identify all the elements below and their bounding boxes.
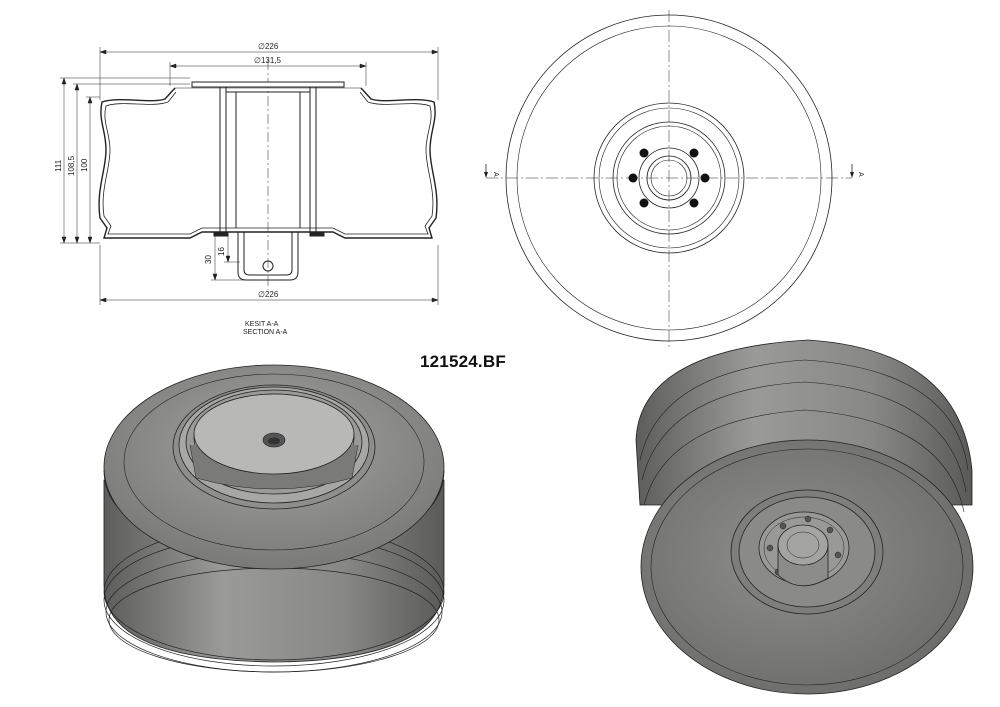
bolt-holes-3d (766, 515, 842, 576)
dim-height-100: 100 (80, 158, 89, 172)
bolt-hole (766, 544, 774, 552)
section-marker-right: A (857, 172, 864, 177)
bottom-stud (213, 231, 325, 281)
dim-16: 16 (217, 247, 226, 256)
bolt-hole (804, 515, 812, 523)
bolt-hole (689, 148, 699, 158)
dim-outer-dia-bottom: ∅226 (258, 290, 279, 299)
dimension-text: ∅226 ∅131,5 ∅226 111 108,5 100 30 16 (54, 42, 282, 299)
isometric-view-bottom (635, 339, 974, 695)
top-plate (191, 81, 345, 88)
section-markers: A A (484, 164, 864, 178)
top-view: A A (484, 10, 864, 348)
mounting-stud (777, 524, 829, 566)
bellows-wall (98, 87, 438, 239)
bolt-holes (628, 148, 710, 208)
bolt-hole (834, 551, 842, 559)
bolt-hole (639, 148, 649, 158)
bolt-hole (628, 173, 638, 183)
dim-height-111: 111 (54, 159, 63, 172)
mount-plate-ring (593, 102, 745, 254)
bolt-hole (689, 198, 699, 208)
dim-30: 30 (204, 255, 213, 264)
dimension-lines (60, 47, 439, 305)
outer-ring (505, 14, 833, 342)
bolt-hole (826, 526, 834, 534)
bolt-hole (700, 173, 710, 183)
isometric-view-top (103, 364, 445, 673)
section-marker-left: A (492, 172, 499, 177)
section-label-en: SECTION A-A (243, 329, 288, 336)
bolt-hole (779, 522, 787, 530)
section-view: ∅226 ∅131,5 ∅226 111 108,5 100 30 16 KES… (54, 42, 439, 336)
bolt-hole (639, 198, 649, 208)
inner-column (219, 87, 317, 232)
section-label-tr: KESIT A-A (245, 321, 279, 328)
dim-outer-dia-top: ∅226 (258, 42, 279, 51)
dim-plate-dia: ∅131,5 (254, 56, 282, 65)
dim-height-108-5: 108,5 (67, 155, 76, 176)
part-number-title: 121524.BF (420, 352, 506, 371)
